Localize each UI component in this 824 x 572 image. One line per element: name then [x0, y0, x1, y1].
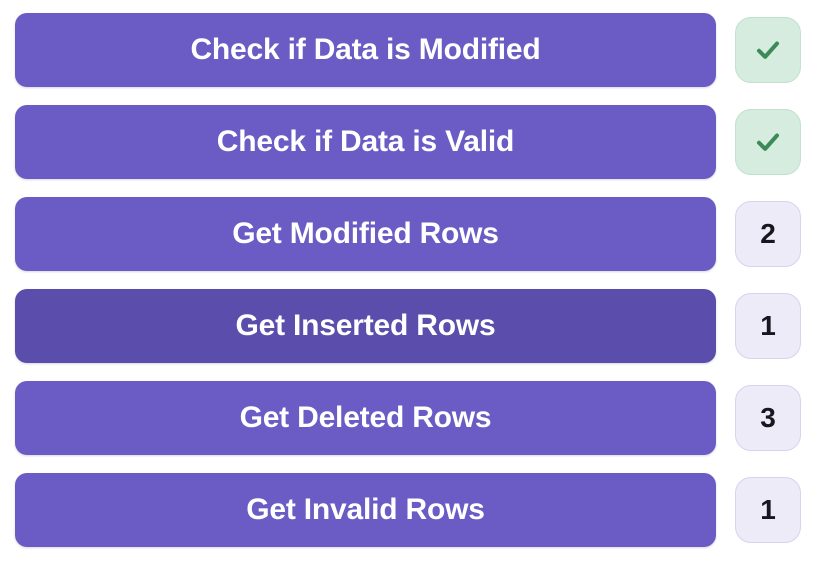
- action-row: Check if Data is Valid: [15, 105, 801, 179]
- action-button-label: Check if Data is Valid: [216, 125, 515, 158]
- action-row: Get Inserted Rows 1: [15, 289, 801, 363]
- action-button-label: Get Invalid Rows: [246, 493, 485, 526]
- check-icon: [757, 133, 779, 151]
- count-badge-value: 2: [760, 218, 776, 249]
- action-row: Check if Data is Modified: [15, 13, 801, 87]
- action-button-label: Get Inserted Rows: [235, 309, 496, 342]
- action-button-get-invalid-rows[interactable]: Get Invalid Rows: [15, 473, 716, 547]
- count-badge-value: 1: [760, 310, 776, 341]
- action-button-label: Check if Data is Modified: [190, 33, 541, 66]
- count-badge[interactable]: 1: [735, 477, 801, 543]
- action-button-label: Get Deleted Rows: [239, 401, 492, 434]
- action-button-get-inserted-rows[interactable]: Get Inserted Rows: [15, 289, 716, 363]
- action-row: Get Modified Rows 2: [15, 197, 801, 271]
- status-badge-check[interactable]: [735, 17, 801, 83]
- action-button-check-if-data-is-modified[interactable]: Check if Data is Modified: [15, 13, 716, 87]
- action-row: Get Invalid Rows 1: [15, 473, 801, 547]
- action-button-label: Get Modified Rows: [232, 217, 499, 250]
- count-badge-value: 1: [760, 494, 776, 525]
- count-badge-value: 3: [760, 402, 776, 433]
- count-badge[interactable]: 3: [735, 385, 801, 451]
- action-button-get-deleted-rows[interactable]: Get Deleted Rows: [15, 381, 716, 455]
- count-badge[interactable]: 2: [735, 201, 801, 267]
- action-button-get-modified-rows[interactable]: Get Modified Rows: [15, 197, 716, 271]
- action-row: Get Deleted Rows 3: [15, 381, 801, 455]
- status-badge-check[interactable]: [735, 109, 801, 175]
- count-badge[interactable]: 1: [735, 293, 801, 359]
- check-icon: [757, 41, 779, 59]
- action-button-check-if-data-is-valid[interactable]: Check if Data is Valid: [15, 105, 716, 179]
